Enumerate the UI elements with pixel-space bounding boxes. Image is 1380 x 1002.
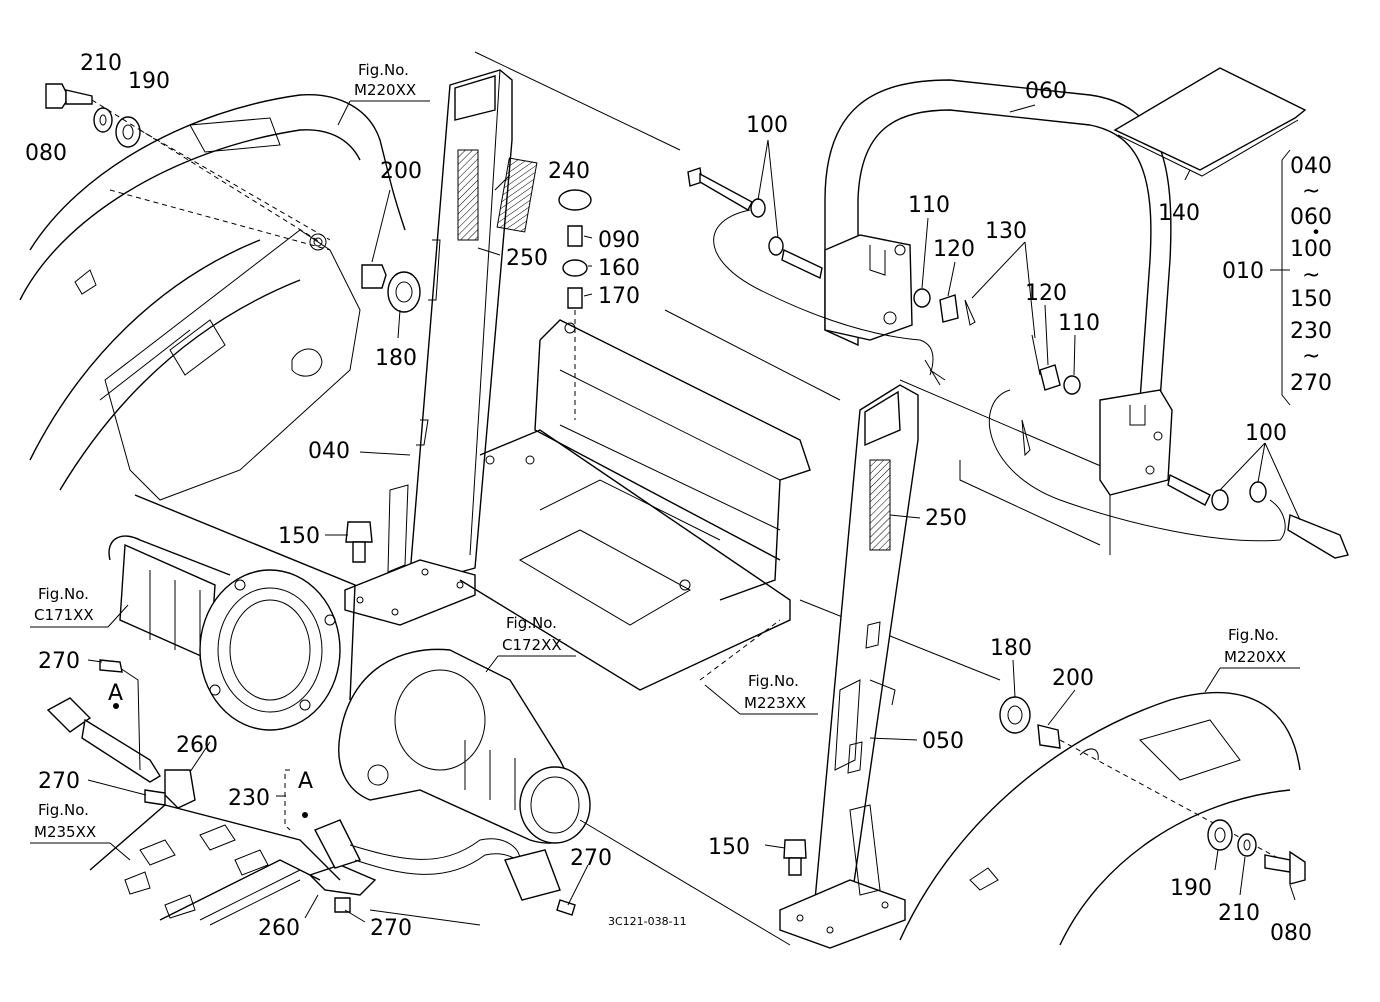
fig-ref-number: C172XX [502,636,562,654]
fig-ref-top-left: Fig.No. M220XX [337,61,430,126]
callout-210-right: 210 [1218,901,1260,926]
range-item-2: ~ [1302,179,1320,204]
rops-arch-060 [824,79,1173,496]
bolt-080-right [1207,819,1306,885]
range-item-3: 060 [1290,205,1332,230]
pins-100-top [687,167,946,386]
callout-150-right: 150 [708,835,750,860]
fig-ref-c171: Fig.No. C171XX [30,585,129,628]
center-platform [459,319,811,691]
callout-250-top: 250 [506,246,548,271]
fig-ref-m235: Fig.No. M235XX [30,801,131,861]
callout-050: 050 [922,729,964,754]
callout-040: 040 [308,439,350,464]
fig-ref-number: M235XX [34,823,96,841]
callout-170: 170 [598,284,640,309]
fig-ref-number: M220XX [354,81,416,99]
range-item-6: ~ [1302,263,1320,288]
callout-190-left: 190 [128,69,170,94]
fig-ref-m223: Fig.No. M223XX [704,672,818,715]
callout-270-d: 270 [370,916,412,941]
callout-080-right: 080 [1270,921,1312,946]
callout-140: 140 [1158,201,1200,226]
callout-210-left: 210 [80,51,122,76]
callout-090: 090 [598,228,640,253]
fig-ref-label: Fig.No. [358,61,409,79]
callout-080-left: 080 [25,141,67,166]
callout-270-a: 270 [38,649,80,674]
fig-ref-label: Fig.No. [506,614,557,632]
drawing-code: 3C121-038-11 [608,915,687,928]
callout-250-right: 250 [925,506,967,531]
callout-200-right: 200 [1052,666,1094,691]
range-item-7: 150 [1290,287,1332,312]
frame-outline [474,51,1111,681]
leader-lines [87,104,1301,923]
callout-260-b: 260 [258,916,300,941]
fig-ref-label: Fig.No. [38,801,89,819]
cable-230 [284,769,576,926]
fig-ref-number: C171XX [34,606,94,624]
range-item-9: ~ [1302,344,1320,369]
rops-post-040 [344,69,538,626]
range-item-1: 040 [1290,154,1332,179]
callout-130: 130 [985,219,1027,244]
range-item-8: 230 [1290,319,1332,344]
callout-270-c: 270 [570,846,612,871]
view-marker-a-2: A [298,769,313,794]
callout-200-left: 200 [380,159,422,184]
right-fender [899,692,1301,946]
fig-ref-label: Fig.No. [1228,626,1279,644]
callout-labels: 080 210 190 200 180 040 240 250 090 160 … [25,51,1332,946]
fig-ref-c172: Fig.No. C172XX [485,614,576,673]
plug-090-stack [558,189,592,420]
callout-100-top: 100 [746,113,788,138]
callout-120-top: 120 [933,237,975,262]
left-fender [19,93,406,501]
callout-120-right: 120 [1025,281,1067,306]
spacers-right [999,696,1301,871]
callout-260-a: 260 [176,733,218,758]
bolt-150-left [345,521,373,563]
callout-180-left: 180 [375,346,417,371]
callout-110-top: 110 [908,193,950,218]
axle-housing-c172 [338,648,791,946]
callout-060: 060 [1025,79,1067,104]
callout-010: 010 [1222,259,1264,284]
manual-140 [1113,67,1307,177]
bolt-150-right [783,839,807,876]
lever-rod [46,659,161,783]
callout-190-right: 190 [1170,876,1212,901]
callout-240: 240 [548,159,590,184]
callout-110-right: 110 [1058,311,1100,336]
view-marker-a-1: A [108,681,123,706]
callout-180-right: 180 [990,636,1032,661]
rops-post-050 [779,384,919,949]
range-item-5: 100 [1290,237,1332,262]
range-item-4: ・ [1305,221,1327,246]
fig-ref-label: Fig.No. [748,672,799,690]
fasteners-top [913,288,1081,395]
callout-270-b: 270 [38,769,80,794]
callout-230: 230 [228,786,270,811]
fig-ref-label: Fig.No. [38,585,89,603]
callout-160: 160 [598,256,640,281]
brackets-260 [144,769,377,913]
bolt-080-left [45,83,321,243]
fig-ref-right: Fig.No. M220XX [1204,626,1300,693]
step-plate-m235 [89,804,341,926]
spacers-left [361,264,421,313]
range-item-10: 270 [1290,371,1332,396]
figure-references: Fig.No. M220XX Fig.No. C171XX Fig.No. C1… [30,61,1300,861]
callout-100-right: 100 [1245,421,1287,446]
fig-ref-number: M220XX [1224,648,1286,666]
pins-100-right [988,389,1349,559]
axle-housing-c171 [108,494,356,731]
fig-ref-number: M223XX [744,694,806,712]
callout-150-left: 150 [278,524,320,549]
